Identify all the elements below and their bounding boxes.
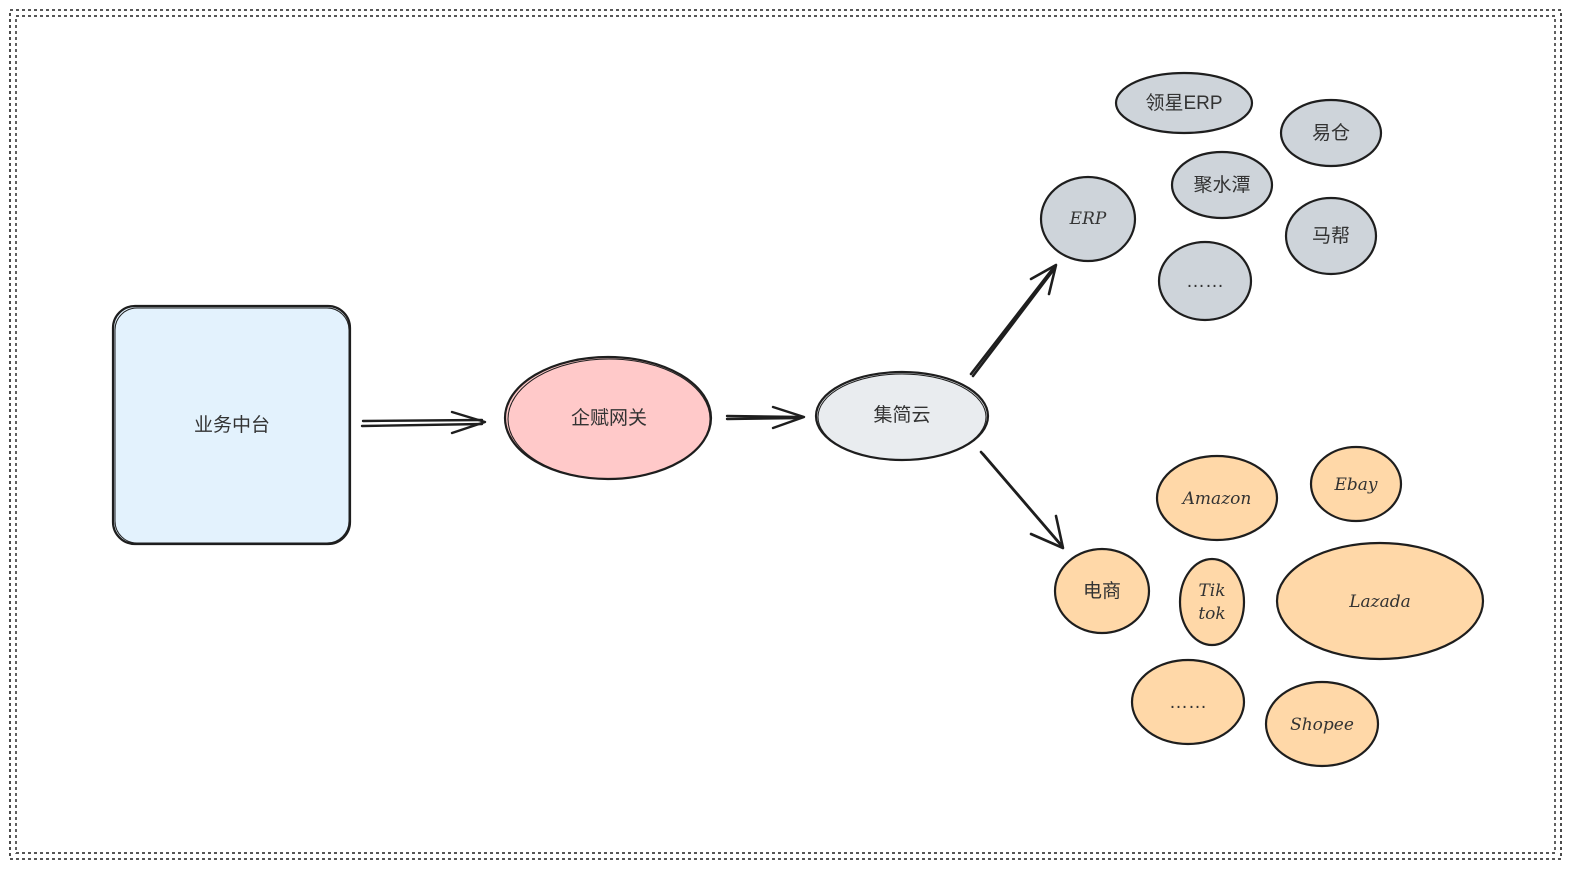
lingxing-erp-label: 领星ERP [1145,92,1222,114]
erp-more-node[interactable]: …… [1157,240,1253,322]
qifu-gateway-label: 企赋网关 [571,407,647,429]
shopee-shape [1264,680,1380,768]
ebay-shape [1309,445,1403,523]
ecommerce-hub-node[interactable]: 电商 [1053,547,1151,635]
business-platform-shape [111,304,352,546]
mabang-shape [1284,196,1378,276]
qifu-gateway-node[interactable]: 企赋网关 [503,355,713,481]
ecommerce-more-shape [1130,658,1246,746]
business-platform-label: 业务中台 [194,414,270,436]
arrow-jijian-to-ecommerce [979,450,1065,550]
business-platform-node[interactable]: 业务中台 [111,304,352,546]
amazon-label: Amazon [1181,489,1252,509]
arrow-gateway-to-jijian [725,405,806,430]
tiktok-node[interactable]: Tik tok [1178,557,1246,647]
jijian-cloud-label: 集简云 [873,404,930,426]
amazon-shape [1155,454,1279,542]
lingxing-erp-node[interactable]: 领星ERP [1114,71,1254,135]
jushuitan-shape [1170,150,1274,220]
arrow-jijian-to-erp [969,263,1058,378]
jushuitan-label: 聚水潭 [1193,174,1250,196]
erp-hub-label: ERP [1069,209,1107,229]
lazada-node[interactable]: Lazada [1275,541,1485,661]
arrow-platform-to-gateway [360,410,487,435]
jijian-cloud-node[interactable]: 集简云 [814,370,990,462]
ecommerce-more-node[interactable]: …… [1130,658,1246,746]
jushuitan-node[interactable]: 聚水潭 [1170,150,1274,220]
amazon-node[interactable]: Amazon [1155,454,1279,542]
ecommerce-more-label: …… [1169,692,1207,713]
yicang-shape [1279,98,1383,168]
tiktok-label-line2: tok [1198,604,1225,624]
ebay-node[interactable]: Ebay [1309,445,1403,523]
yicang-node[interactable]: 易仓 [1279,98,1383,168]
shopee-node[interactable]: Shopee [1264,680,1380,768]
mabang-node[interactable]: 马帮 [1284,196,1378,276]
lazada-label: Lazada [1348,592,1411,612]
tiktok-label-line1: Tik [1198,581,1225,601]
shopee-label: Shopee [1290,715,1354,735]
frame [9,9,1562,860]
mabang-label: 马帮 [1312,225,1350,247]
lazada-shape [1275,541,1485,661]
erp-hub-node[interactable]: ERP [1039,175,1137,263]
ecommerce-hub-label: 电商 [1083,580,1121,602]
ebay-label: Ebay [1333,475,1377,495]
lingxing-erp-shape [1114,71,1254,135]
erp-more-shape [1157,240,1253,322]
yicang-label: 易仓 [1312,122,1350,144]
erp-hub-shape [1039,175,1137,263]
erp-more-label: …… [1186,271,1224,292]
tiktok-shape [1178,557,1246,647]
ecommerce-hub-shape [1053,547,1151,635]
